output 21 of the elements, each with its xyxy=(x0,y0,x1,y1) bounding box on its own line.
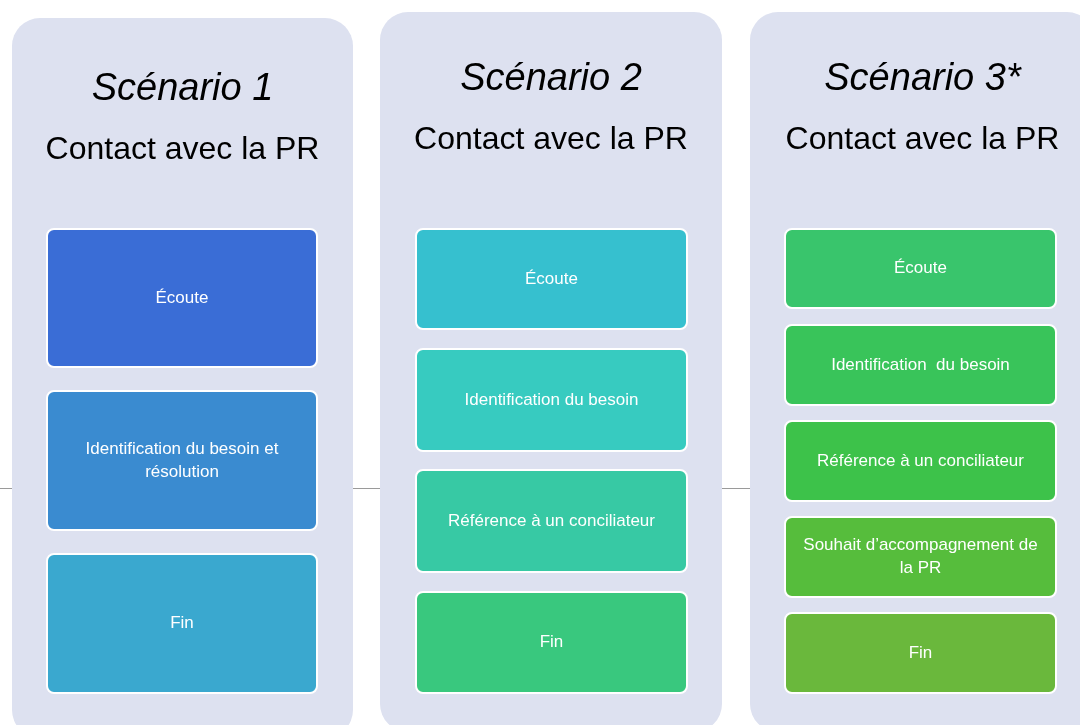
step-box: Identification du besoin xyxy=(784,324,1057,406)
step-box: Référence à un conciliateur xyxy=(415,469,688,573)
scenario-title: Scénario 3* xyxy=(823,58,1023,96)
scenario-panel xyxy=(750,12,1080,725)
scenario-panel xyxy=(12,18,353,725)
scenario-panel xyxy=(380,12,722,725)
step-box: Fin xyxy=(46,553,318,694)
scenario-title: Scénario 1 xyxy=(90,68,275,106)
step-box: Référence à un conciliateur xyxy=(784,420,1057,502)
step-box: Écoute xyxy=(784,228,1057,309)
panel-heading: Contact avec la PR xyxy=(413,122,689,154)
scenario-title: Scénario 2 xyxy=(459,58,643,96)
step-box: Écoute xyxy=(46,228,318,368)
step-box: Souhait d’accompagnement de la PR xyxy=(784,516,1057,598)
panel-heading: Contact avec la PR xyxy=(44,132,321,164)
step-box: Identification du besoin et résolution xyxy=(46,390,318,531)
step-box: Écoute xyxy=(415,228,688,330)
panel-heading: Contact avec la PR xyxy=(784,122,1061,154)
step-box: Identification du besoin xyxy=(415,348,688,452)
step-box: Fin xyxy=(784,612,1057,694)
step-box: Fin xyxy=(415,591,688,694)
